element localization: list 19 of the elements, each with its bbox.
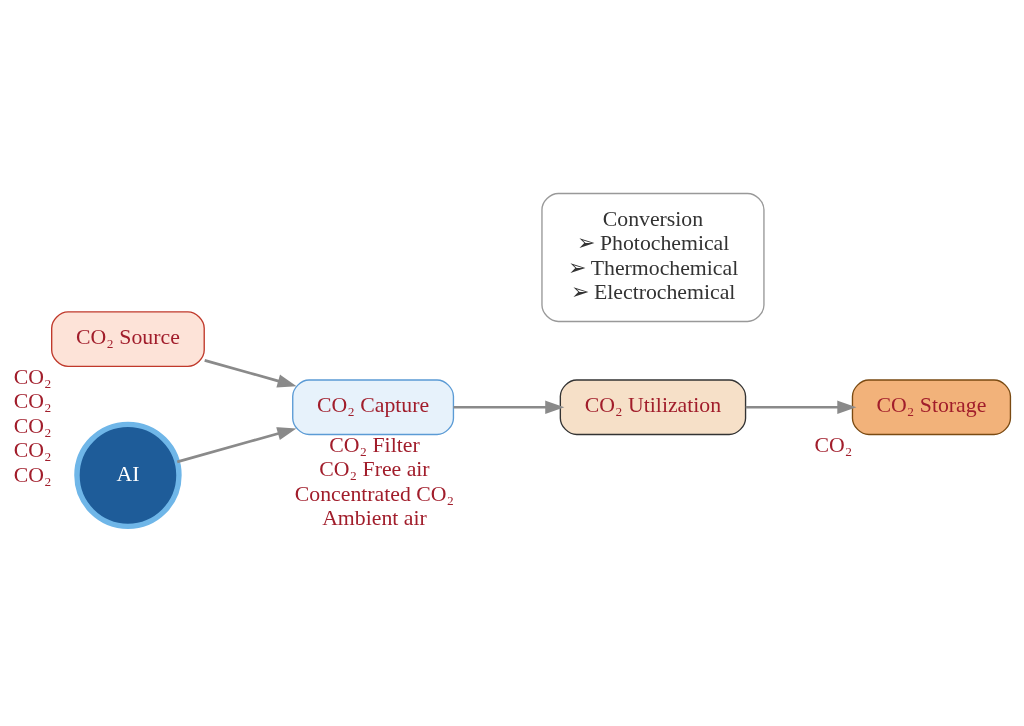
node-circle: AI xyxy=(74,421,182,530)
node-label: CO₂ xyxy=(13,462,52,487)
node-box: CO₂ Storage xyxy=(851,379,1012,436)
node-label: Concentrated CO₂ xyxy=(294,481,455,506)
arrow xyxy=(453,400,565,414)
node-label: CO₂ xyxy=(13,364,52,389)
node-label: Ambient air xyxy=(322,506,427,531)
node-label: CO₂ Free air xyxy=(319,457,430,482)
node-label: CO₂ xyxy=(13,389,52,414)
node-box: CO₂ Source xyxy=(51,311,205,368)
node-box: Conversion ➢ Photochemical ➢ Thermochemical ➢ Electrochemical xyxy=(541,192,765,323)
node-label: CO₂ xyxy=(13,413,52,438)
arrow xyxy=(176,427,297,464)
arrow xyxy=(745,400,857,414)
node-label: CO₂ xyxy=(814,432,853,457)
node-label: CO₂ xyxy=(13,438,52,463)
node-box: CO₂ Utilization xyxy=(559,379,747,436)
node-box: CO₂ Capture xyxy=(292,379,455,436)
arrow xyxy=(204,359,297,388)
